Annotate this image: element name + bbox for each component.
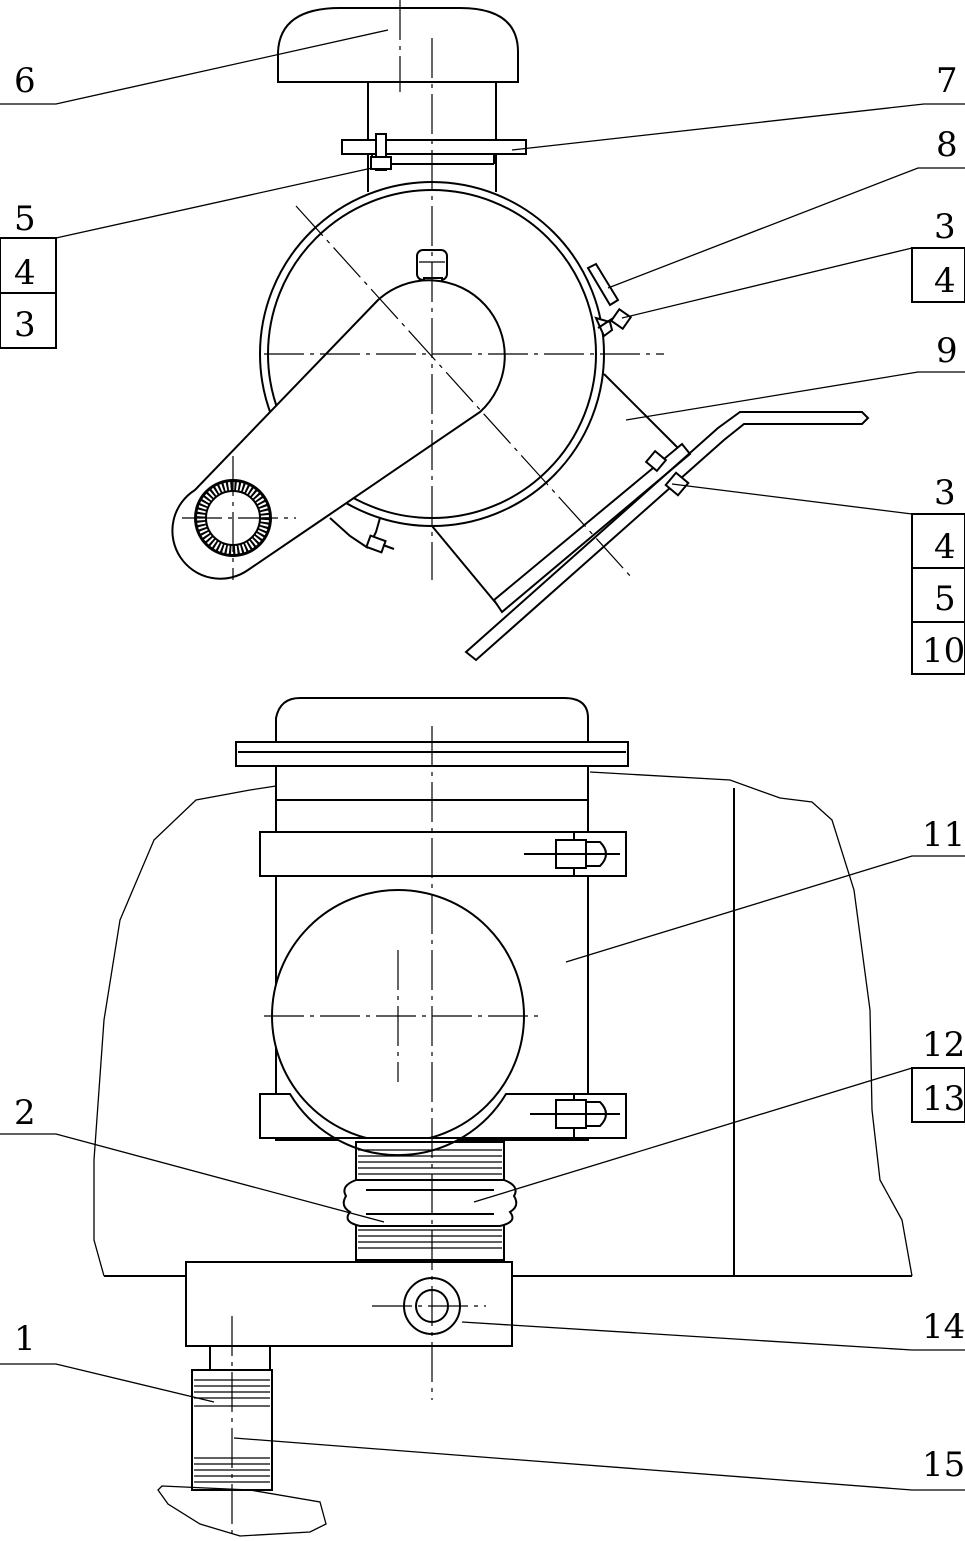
front-cap — [275, 697, 589, 742]
label-15: 15 — [922, 1445, 965, 1485]
label-3-mid: 3 — [934, 473, 956, 513]
label-3-top: 3 — [14, 305, 36, 345]
rain-cap — [277, 7, 519, 83]
label-1: 1 — [14, 1319, 36, 1359]
label-7: 7 — [936, 61, 958, 101]
rubber-bellows — [342, 1179, 518, 1227]
label-12: 12 — [922, 1025, 965, 1065]
flange — [341, 139, 527, 155]
label-3-right: 3 — [934, 207, 956, 247]
label-5-top: 5 — [14, 199, 36, 239]
label-11: 11 — [922, 815, 965, 855]
mounting-plate — [492, 442, 692, 614]
part-labels: 6 7 8 5 4 3 3 4 9 3 4 5 10 11 12 13 2 14… — [14, 61, 965, 1485]
label-boxes — [0, 237, 965, 1123]
front-view — [93, 697, 913, 1537]
top-view — [171, 0, 870, 662]
label-5-mid: 5 — [934, 579, 956, 619]
base-block — [185, 1261, 513, 1347]
label-10: 10 — [922, 631, 965, 671]
ground-contour — [157, 1485, 327, 1537]
label-8: 8 — [936, 125, 958, 165]
label-14: 14 — [922, 1307, 965, 1347]
label-2: 2 — [14, 1093, 36, 1133]
label-4-top: 4 — [14, 253, 36, 293]
label-9: 9 — [936, 331, 958, 371]
label-6: 6 — [14, 61, 36, 101]
label-4-right: 4 — [934, 261, 956, 301]
vehicle-body-outline — [93, 785, 277, 1277]
label-13: 13 — [922, 1079, 965, 1119]
label-4-mid: 4 — [934, 527, 956, 567]
